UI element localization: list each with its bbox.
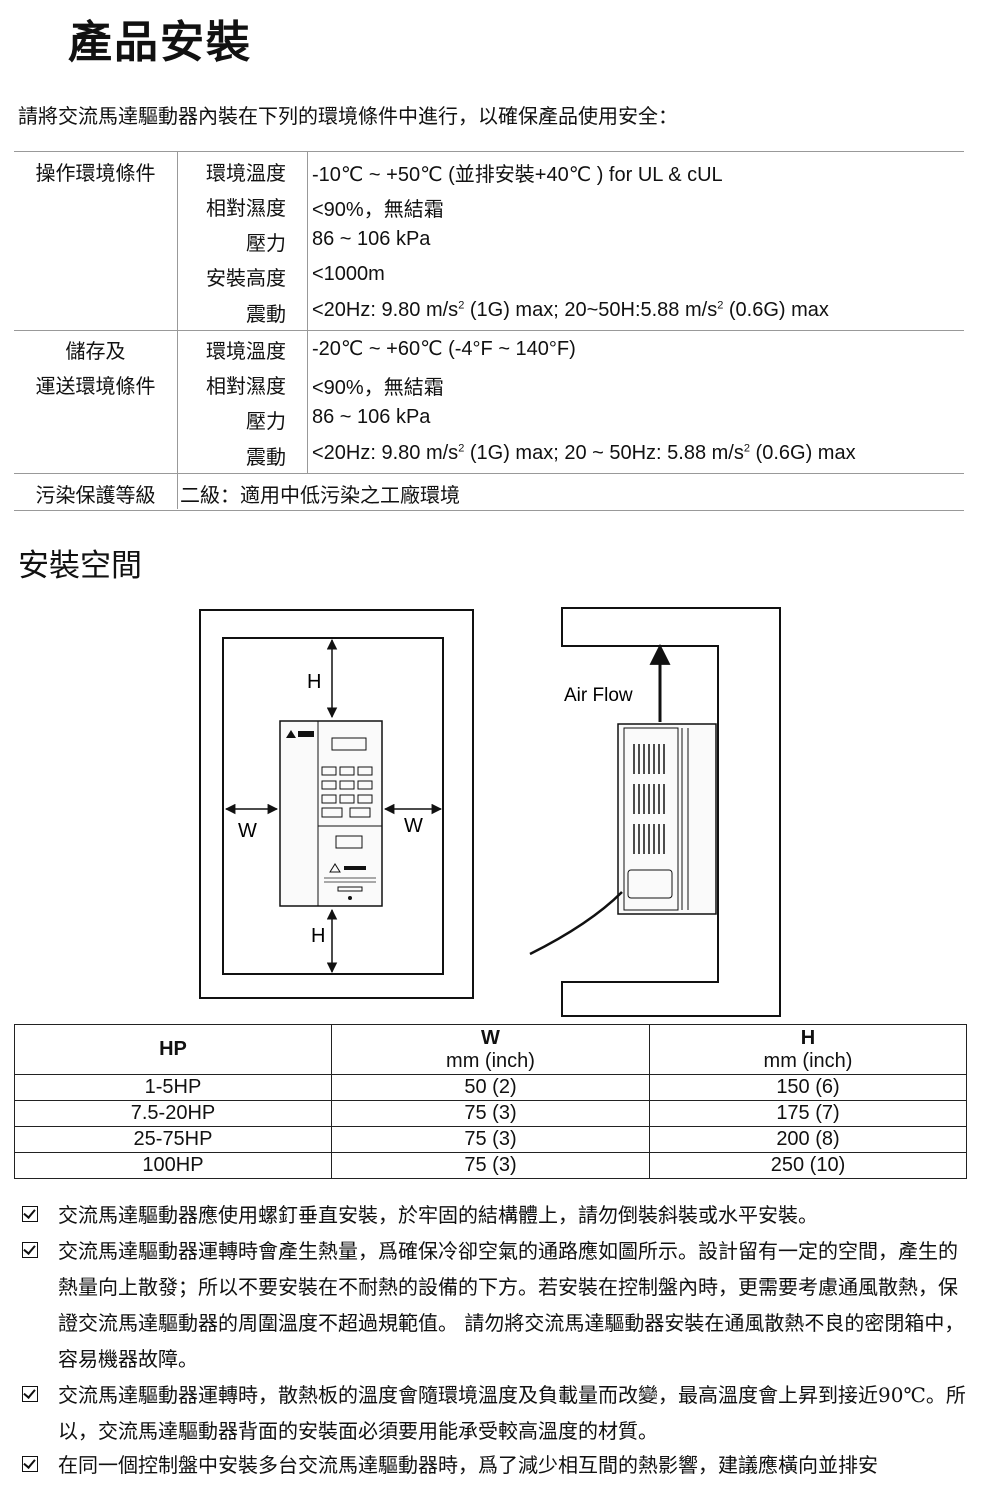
checkbox-icon <box>22 1242 38 1258</box>
cell-h: 250 (10) <box>649 1152 967 1179</box>
cell-w: 75 (3) <box>331 1100 650 1127</box>
storage-value: <90%，無結霜 <box>312 377 444 399</box>
storage-value: 86 ~ 106 kPa <box>312 406 431 428</box>
operating-vibration-value: <20Hz: 9.80 m/s2 (1G) max; 20~50H:5.88 m… <box>312 299 829 321</box>
checkbox-icon <box>22 1206 38 1222</box>
cell-h: 175 (7) <box>649 1100 967 1127</box>
table-row: 100HP 75 (3) 250 (10) <box>14 1152 967 1179</box>
airflow-curve <box>529 891 623 956</box>
list-item: 在同一個控制盤中安裝多台交流馬達驅動器時，爲了減少相互間的熱影響，建議應橫向並排… <box>22 1447 972 1483</box>
operating-prop: 壓力 <box>246 231 286 255</box>
storage-prop: 相對濕度 <box>206 374 286 398</box>
label-w-right: W <box>404 815 423 837</box>
note-text: 在同一個控制盤中安裝多台交流馬達驅動器時，爲了減少相互間的熱影響，建議應橫向並排… <box>58 1453 878 1477</box>
section-title: 安裝空間 <box>18 548 142 584</box>
cell-hp: 7.5-20HP <box>14 1100 332 1127</box>
checkbox-icon <box>22 1386 38 1402</box>
label-h-bottom: H <box>311 925 325 947</box>
operating-prop: 環境溫度 <box>206 161 286 185</box>
intro-text: 請將交流馬達驅動器內裝在下列的環境條件中進行，以確保產品使用安全： <box>18 104 678 128</box>
table-row: 25-75HP 75 (3) 200 (8) <box>14 1126 967 1153</box>
header-hp: HP <box>14 1024 332 1075</box>
cabinet-outer-frame <box>199 609 474 999</box>
storage-category-line2: 運送環境條件 <box>35 374 156 398</box>
pollution-value: 二級：適用中低污染之工廠環境 <box>180 483 460 507</box>
operating-prop: 相對濕度 <box>206 196 286 220</box>
page-title: 產品安裝 <box>68 17 252 68</box>
pollution-category: 污染保護等級 <box>35 483 156 507</box>
storage-value: -20℃ ~ +60℃ (-4°F ~ 140°F) <box>312 338 576 360</box>
label-w-left: W <box>238 820 257 842</box>
storage-vibration-value: <20Hz: 9.80 m/s2 (1G) max; 20 ~ 50Hz: 5.… <box>312 442 856 464</box>
cell-w: 75 (3) <box>331 1126 650 1153</box>
list-item: 交流馬達驅動器運轉時會產生熱量，爲確保冷卻空氣的通路應如圖所示。設計留有一定的空… <box>22 1233 972 1377</box>
note-text: 交流馬達驅動器運轉時，散熱板的溫度會隨環境溫度及負載量而改變，最高溫度會上昇到接… <box>58 1383 966 1443</box>
label-h-top: H <box>307 671 321 693</box>
cell-hp: 1-5HP <box>14 1074 332 1101</box>
note-text: 交流馬達驅動器運轉時會產生熱量，爲確保冷卻空氣的通路應如圖所示。設計留有一定的空… <box>58 1239 965 1371</box>
storage-prop: 震動 <box>246 445 286 469</box>
installation-figure: H H W W Air Flow <box>199 607 781 1017</box>
operating-prop: 震動 <box>246 302 286 326</box>
checkbox-icon <box>22 1456 38 1472</box>
operating-value: 86 ~ 106 kPa <box>312 228 431 250</box>
cell-hp: 100HP <box>14 1152 332 1179</box>
cell-w: 50 (2) <box>331 1074 650 1101</box>
operating-prop: 安裝高度 <box>206 266 286 290</box>
row-divider <box>14 473 964 474</box>
note-text: 交流馬達驅動器應使用螺釘垂直安裝，於牢固的結構體上，請勿倒裝斜裝或水平安裝。 <box>58 1203 818 1227</box>
operating-value: -10℃ ~ +50℃ (並排安裝+40℃ ) for UL & cUL <box>312 164 723 186</box>
environment-table: 操作環境條件 環境溫度 -10℃ ~ +50℃ (並排安裝+40℃ ) for … <box>14 151 964 511</box>
drive-front-view <box>279 720 383 907</box>
wall-bracket <box>561 607 781 1017</box>
list-item: 交流馬達驅動器應使用螺釘垂直安裝，於牢固的結構體上，請勿倒裝斜裝或水平安裝。 <box>22 1197 972 1233</box>
cell-h: 150 (6) <box>649 1074 967 1101</box>
list-item: 交流馬達驅動器運轉時，散熱板的溫度會隨環境溫度及負載量而改變，最高溫度會上昇到接… <box>22 1377 972 1449</box>
storage-prop: 環境溫度 <box>206 339 286 363</box>
clearance-frame <box>222 637 444 975</box>
drive-side-view <box>617 723 717 915</box>
operating-value: <90%，無結霜 <box>312 199 444 221</box>
table-row: 1-5HP 50 (2) 150 (6) <box>14 1074 967 1101</box>
table-row: 7.5-20HP 75 (3) 175 (7) <box>14 1100 967 1127</box>
column-divider <box>307 152 308 474</box>
row-divider <box>14 330 964 331</box>
operating-value: <1000m <box>312 263 385 285</box>
air-flow-label: Air Flow <box>564 685 633 706</box>
storage-prop: 壓力 <box>246 409 286 433</box>
cell-hp: 25-75HP <box>14 1126 332 1153</box>
cell-w: 75 (3) <box>331 1152 650 1179</box>
operating-category: 操作環境條件 <box>35 161 156 185</box>
cell-h: 200 (8) <box>649 1126 967 1153</box>
storage-category-line1: 儲存及 <box>65 339 126 363</box>
